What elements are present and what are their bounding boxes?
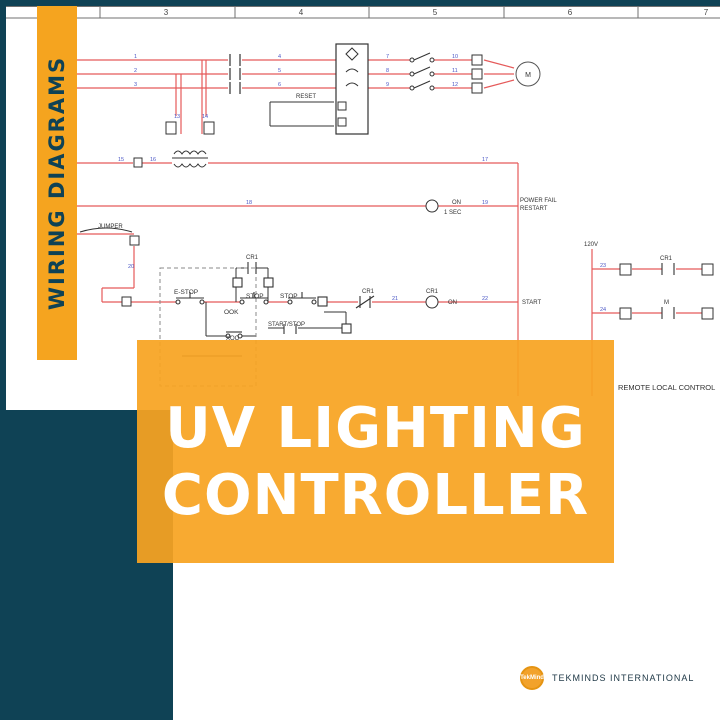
column-ruler <box>6 6 720 19</box>
power-lines <box>76 59 702 396</box>
transformer <box>133 121 215 168</box>
brand-logo-icon: TekMind <box>520 666 544 690</box>
pushbuttons <box>175 277 352 339</box>
motor-symbol <box>515 61 541 87</box>
column-number-3: 3 <box>164 8 169 17</box>
wire-number: 10 <box>452 54 458 60</box>
category-label: WIRING DIAGRAMS <box>45 55 69 311</box>
column-number-5: 5 <box>433 8 438 17</box>
stop-label-1: STOP <box>246 293 264 300</box>
reset-label: RESET <box>296 94 316 100</box>
restart-label: RESTART <box>520 206 548 212</box>
cr1-contacts <box>247 262 675 319</box>
wire-number: 11 <box>452 68 458 74</box>
start-label: START <box>522 300 541 306</box>
wire-number: 5 <box>278 68 281 74</box>
main-contacts <box>229 54 241 94</box>
brand-name: TEKMINDS INTERNATIONAL <box>552 673 695 683</box>
brand: TekMind TEKMINDS INTERNATIONAL <box>520 665 694 691</box>
ook-label: OOK <box>224 309 239 316</box>
timer-lamp <box>425 199 439 213</box>
wire-number: 23 <box>600 263 606 269</box>
category-banner: WIRING DIAGRAMS <box>37 6 77 360</box>
v120-label: 120V <box>584 242 598 248</box>
wire-number: 15 <box>118 157 124 163</box>
title-line-2: CONTROLLER <box>161 463 590 528</box>
motor-label: M <box>525 72 531 79</box>
wire-number: 6 <box>278 82 281 88</box>
cr1-coil <box>425 295 439 309</box>
wire-number: 24 <box>600 307 606 313</box>
wire-number: 9 <box>386 82 389 88</box>
wire-number: 20 <box>128 264 134 270</box>
wire-number: 4 <box>278 54 281 60</box>
jumper-label: JUMPER <box>98 224 123 230</box>
estop-label: E-STOP <box>174 289 198 296</box>
column-number-4: 4 <box>299 8 304 17</box>
column-number-6: 6 <box>568 8 573 17</box>
column-number-7: 7 <box>704 8 709 17</box>
brand-logo-text: TekMind <box>520 675 544 681</box>
remote-terminals <box>619 263 714 320</box>
wire-number: 2 <box>134 68 137 74</box>
m-label: M <box>664 300 669 306</box>
wire-number: 16 <box>150 157 156 163</box>
sec-label: 1 SEC <box>444 210 462 216</box>
wire-number: 8 <box>386 68 389 74</box>
wire-number: 22 <box>482 296 488 302</box>
wire-number: 14 <box>202 114 208 120</box>
wiring-diagram: 3 4 5 6 7 <box>6 6 720 396</box>
on-label-2: ON <box>448 300 457 306</box>
remote-control-label: REMOTE LOCAL CONTROL <box>618 383 715 392</box>
wire-number: 21 <box>392 296 398 302</box>
cr1-label-a: CR1 <box>246 255 259 261</box>
terminal <box>121 296 132 307</box>
wire-number: 13 <box>174 114 180 120</box>
title-box: UV LIGHTING CONTROLLER <box>137 340 614 563</box>
wire-number: 19 <box>482 200 488 206</box>
disconnect-switches <box>409 52 483 94</box>
xoo-label: XOO <box>226 336 240 342</box>
wire-number: 7 <box>386 54 389 60</box>
start-stop-label: START/STOP <box>268 322 305 328</box>
control-wiring <box>182 101 347 357</box>
power-fail-label: POWER FAIL <box>520 198 557 204</box>
wire-number: 12 <box>452 82 458 88</box>
cr1-label-b: CR1 <box>362 289 375 295</box>
overload-relay <box>335 43 369 135</box>
wire-number: 1 <box>134 54 137 60</box>
wire-number: 3 <box>134 82 137 88</box>
on-label-1: ON <box>452 200 461 206</box>
wire-number: 18 <box>246 200 252 206</box>
jumper-wire <box>79 227 133 233</box>
title-line-1: UV LIGHTING <box>165 396 586 461</box>
stop-label-2: STOP <box>280 293 298 300</box>
jumper-terminal <box>129 235 140 246</box>
cr1-label-d: CR1 <box>660 256 673 262</box>
cr1-label-c: CR1 <box>426 289 439 295</box>
wire-number: 17 <box>482 157 488 163</box>
